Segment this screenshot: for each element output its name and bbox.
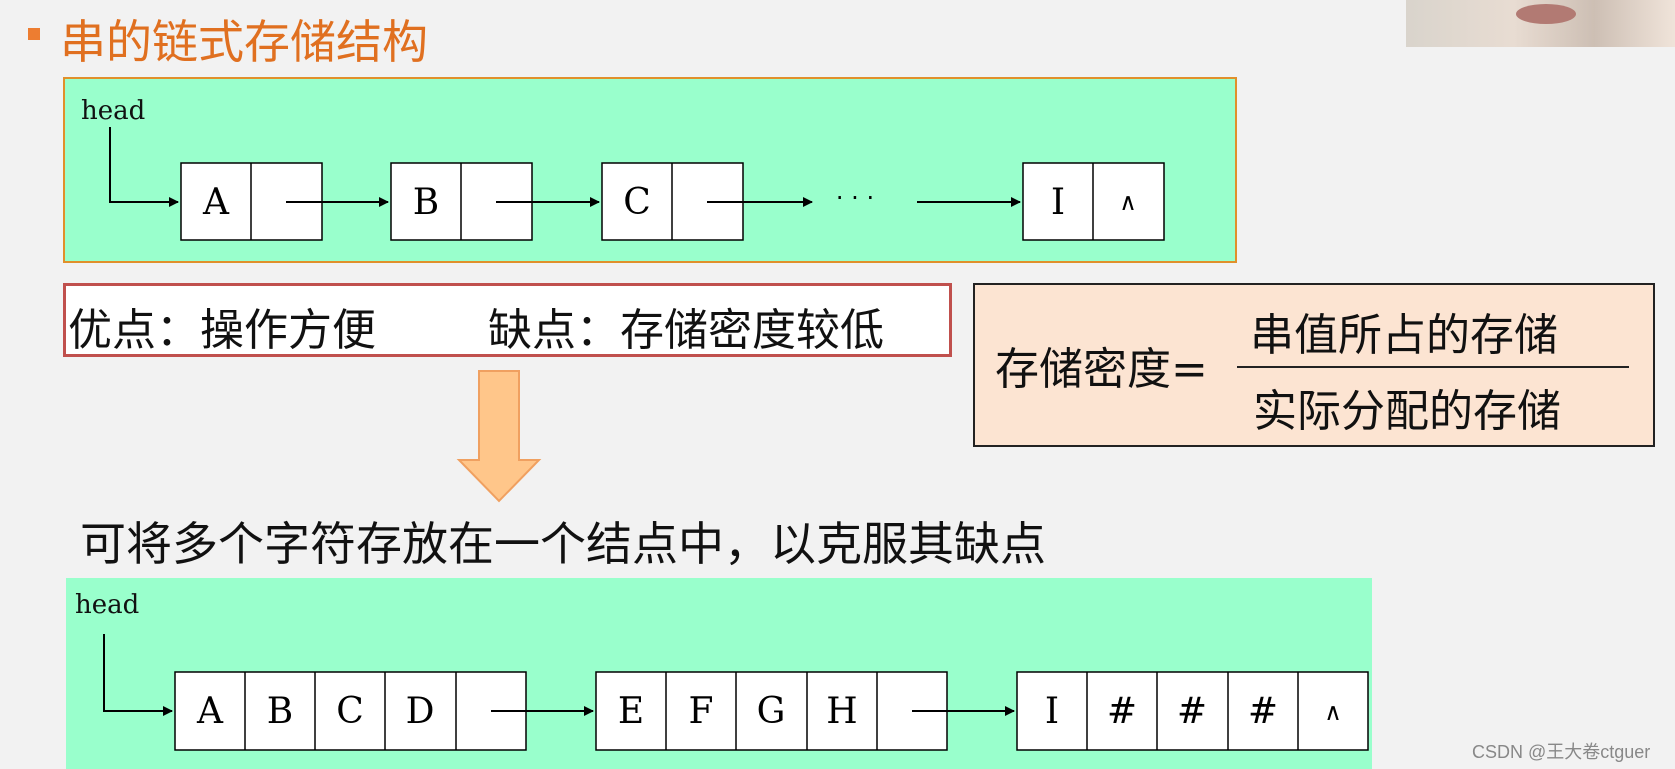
list1-node-data: I (1051, 182, 1065, 223)
density-label: 存储密度= (995, 344, 1208, 395)
list1-node-last: I ∧ (1022, 162, 1165, 241)
list2-cell: # (1248, 691, 1278, 732)
list2-node-2: E F G H (595, 671, 948, 751)
cons-text: 缺点：存储密度较低 (488, 305, 884, 356)
list1-node-data: B (413, 182, 439, 223)
list2-cell: B (267, 691, 293, 732)
head-pointer-arrow-1 (109, 127, 179, 207)
list2-node-1: A B C D (174, 671, 527, 751)
list2-cell: C (336, 691, 364, 732)
null-pointer-symbol: ∧ (1119, 188, 1137, 216)
density-numerator: 串值所占的存储 (1250, 310, 1558, 361)
storage-density-formula: 存储密度= 串值所占的存储 实际分配的存储 (973, 283, 1655, 447)
list2-cell: F (689, 691, 714, 732)
list2-cell: E (618, 691, 644, 732)
title-bullet (28, 28, 40, 40)
ellipsis: · · · (836, 184, 874, 212)
pros-cons-box: 优点：操作方便 缺点：存储密度较低 (63, 283, 952, 357)
watermark: CSDN @王大卷ctguer (1472, 742, 1651, 762)
list2-cell: G (757, 691, 786, 732)
list2-cell: # (1107, 691, 1137, 732)
pros-text: 优点：操作方便 (68, 305, 376, 356)
density-denominator: 实际分配的存储 (1253, 386, 1561, 437)
list1-node-data: A (202, 182, 230, 223)
presenter-video-thumbnail (1406, 0, 1675, 47)
head-label-1: head (81, 96, 145, 126)
improvement-sentence: 可将多个字符存放在一个结点中，以克服其缺点 (80, 517, 1046, 571)
head-label-2: head (75, 590, 139, 620)
list2-cell: # (1177, 691, 1207, 732)
list2-node-3: I # # # ∧ (1016, 671, 1369, 751)
list2-cell: D (406, 691, 435, 732)
presenter-face (1516, 4, 1576, 24)
list2-cell: H (826, 691, 857, 732)
list1-node-data: C (623, 182, 651, 223)
head-pointer-arrow-2 (103, 634, 173, 716)
fraction-bar (1237, 366, 1629, 368)
null-pointer-symbol: ∧ (1324, 698, 1342, 726)
down-arrow-icon (456, 370, 542, 503)
list2-cell: A (196, 691, 224, 732)
slide-title: 串的链式存储结构 (60, 15, 428, 69)
list2-cell: I (1045, 691, 1059, 732)
